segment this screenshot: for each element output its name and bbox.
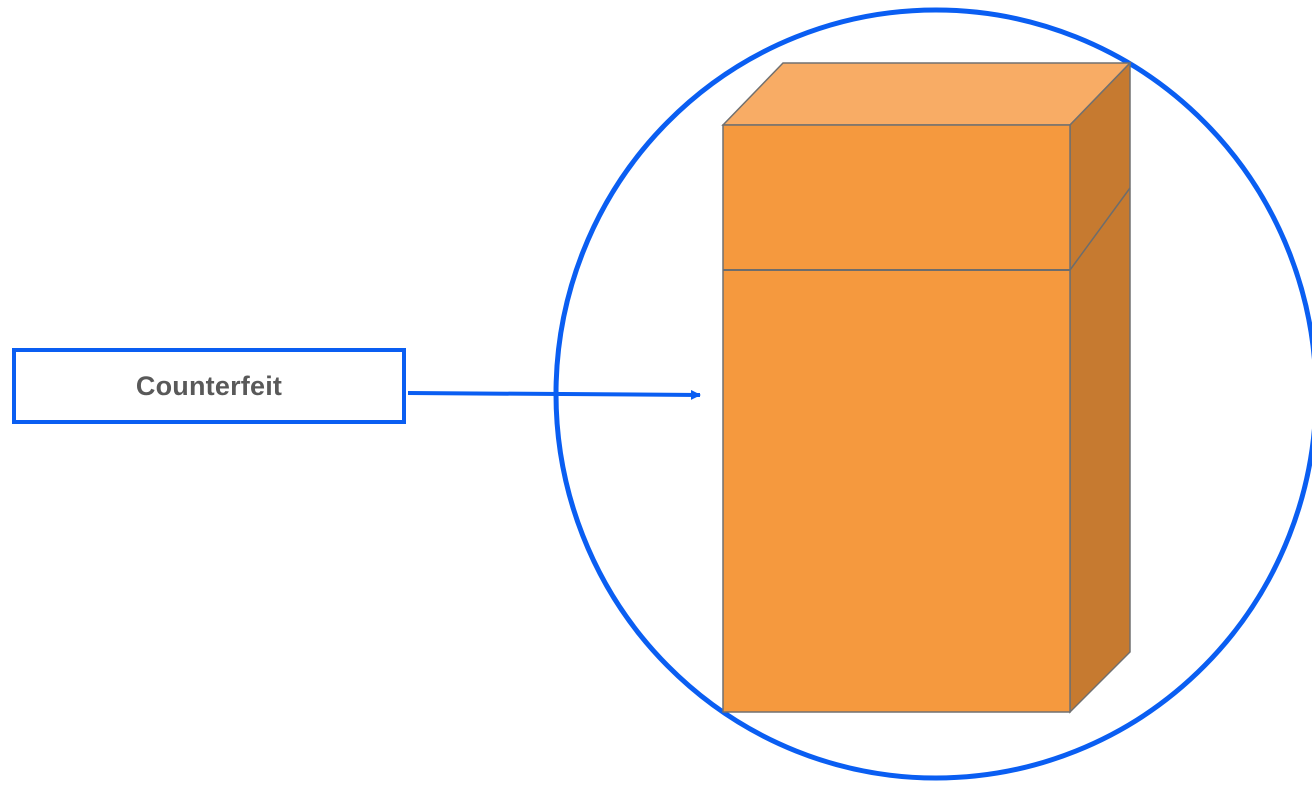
arrow-right-icon	[407, 389, 701, 400]
counterfeit-label-box: Counterfeit	[12, 348, 406, 424]
pack-front-face	[722, 124, 1071, 713]
pack-side-face	[1069, 61, 1131, 714]
cigarette-pack-icon	[721, 61, 1132, 714]
pack-top-face	[721, 62, 1132, 126]
counterfeit-label: Counterfeit	[135, 370, 283, 401]
pack-lid-seam-side	[1069, 187, 1131, 271]
